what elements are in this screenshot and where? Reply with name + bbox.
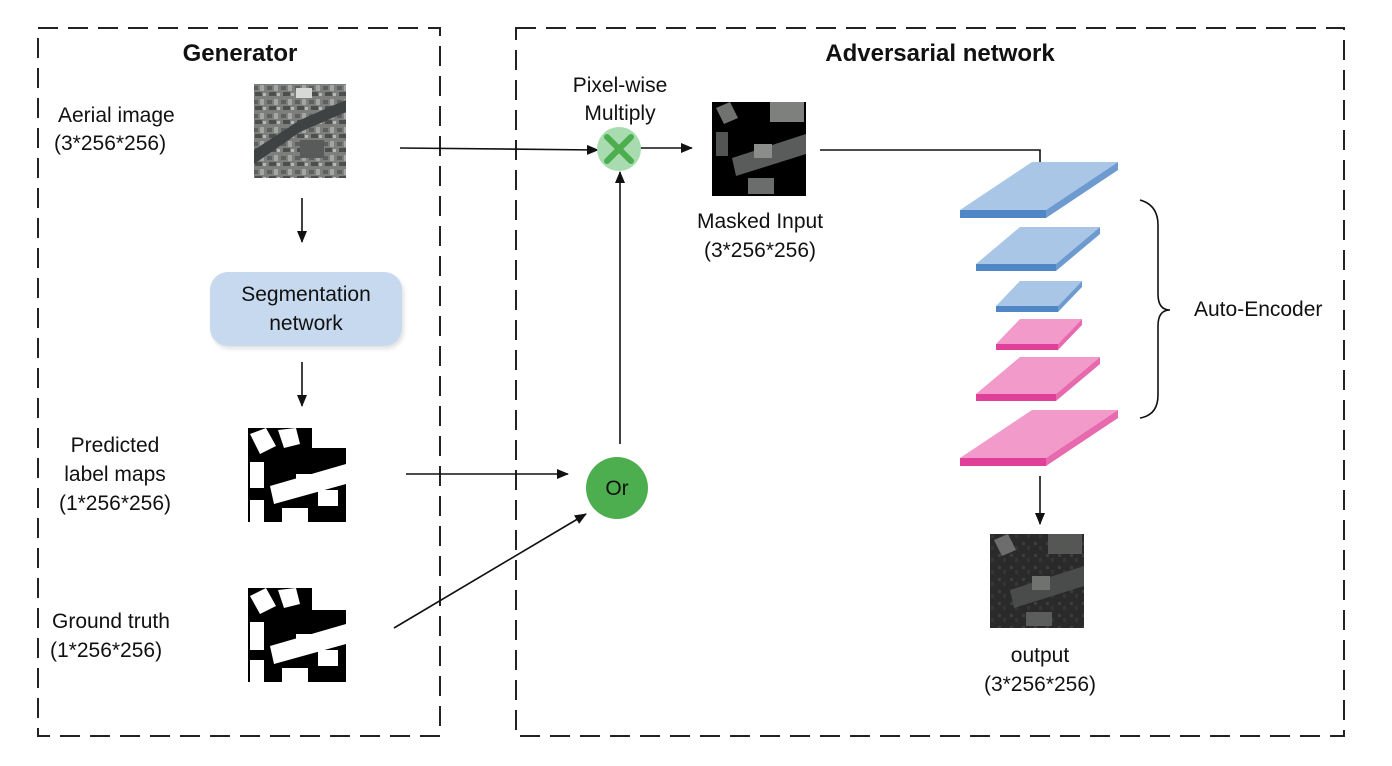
decoder-layer-1 <box>996 319 1082 350</box>
generator-panel <box>37 27 441 737</box>
ground-truth-thumbnail <box>248 588 346 682</box>
aerial-image-thumbnail <box>254 84 346 178</box>
multiply-label-line-2: Multiply <box>584 102 656 125</box>
segmentation-network-box: Segmentation network <box>210 272 402 346</box>
autoencoder-label: Auto-Encoder <box>1194 298 1323 321</box>
arrow-masked-to-autoencoder <box>820 149 1045 183</box>
segmentation-line-1: Segmentation <box>241 283 371 306</box>
masked-input-dims: (3*256*256) <box>703 239 817 262</box>
adversarial-panel <box>515 27 1345 737</box>
masked-input-label: Masked Input <box>696 210 824 233</box>
or-label: Or <box>605 477 629 500</box>
output-label: output <box>1010 644 1070 667</box>
segmentation-line-2: network <box>269 312 343 335</box>
masked-input-thumbnail <box>712 102 806 196</box>
autoencoder-brace <box>1139 199 1171 419</box>
output-thumbnail <box>990 534 1084 628</box>
encoder-layer-1 <box>960 162 1118 218</box>
or-operator <box>586 457 648 519</box>
aerial-image-label: Aerial image <box>58 104 175 127</box>
output-dims: (3*256*256) <box>983 673 1097 696</box>
predicted-dims: (1*256*256) <box>58 492 172 515</box>
encoder-layer-3 <box>996 281 1082 312</box>
predicted-label-line-1: Predicted <box>70 434 160 457</box>
arrow-aerial-to-multiply <box>399 144 599 155</box>
predicted-label-line-2: label maps <box>64 463 166 486</box>
aerial-image-dims: (3*256*256) <box>54 132 167 155</box>
predicted-label-map-thumbnail <box>248 428 346 522</box>
arrow-groundtruth-to-or <box>393 513 587 629</box>
encoder-layer-2 <box>976 227 1100 271</box>
ground-truth-label: Ground truth <box>52 610 170 633</box>
decoder-layer-2 <box>976 357 1100 401</box>
ground-truth-dims: (1*256*256) <box>50 639 163 662</box>
decoder-layer-3 <box>960 410 1118 466</box>
multiply-label-line-1: Pixel-wise <box>572 74 668 97</box>
adversarial-title: Adversarial network <box>825 40 1055 67</box>
pixel-wise-multiply-operator <box>597 127 641 171</box>
generator-title: Generator <box>182 40 298 67</box>
